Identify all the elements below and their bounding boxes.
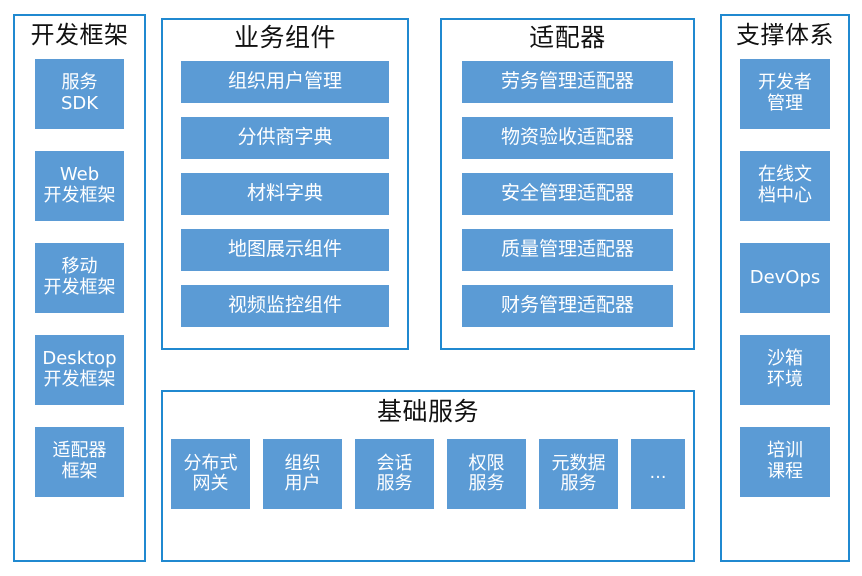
panel-base-services: 基础服务 分布式 网关 组织 用户 会话 服务 权限 服务 元数据 服务 … <box>161 390 695 562</box>
base-box-session-service[interactable]: 会话 服务 <box>355 438 434 509</box>
dev-box-adapter-framework[interactable]: 适配器 框架 <box>35 426 124 497</box>
biz-box-map-display-component[interactable]: 地图展示组件 <box>181 228 389 271</box>
base-box-org-user[interactable]: 组织 用户 <box>263 438 342 509</box>
adapter-box-safety-management[interactable]: 安全管理适配器 <box>462 172 673 215</box>
biz-box-material-dictionary[interactable]: 材料字典 <box>181 172 389 215</box>
base-box-metadata-service[interactable]: 元数据 服务 <box>539 438 618 509</box>
dev-box-service-sdk[interactable]: 服务 SDK <box>35 58 124 129</box>
biz-box-supplier-dictionary[interactable]: 分供商字典 <box>181 116 389 159</box>
adapter-box-labor-management[interactable]: 劳务管理适配器 <box>462 60 673 103</box>
support-box-developer-management[interactable]: 开发者 管理 <box>740 58 830 129</box>
support-box-devops[interactable]: DevOps <box>740 242 830 313</box>
adapter-box-quality-management[interactable]: 质量管理适配器 <box>462 228 673 271</box>
dev-box-mobile-framework[interactable]: 移动 开发框架 <box>35 242 124 313</box>
biz-box-video-monitor-component[interactable]: 视频监控组件 <box>181 284 389 327</box>
base-box-distributed-gateway[interactable]: 分布式 网关 <box>171 438 250 509</box>
panel-title-base-services: 基础服务 <box>376 397 479 426</box>
dev-box-web-framework[interactable]: Web 开发框架 <box>35 150 124 221</box>
adapter-box-material-acceptance[interactable]: 物资验收适配器 <box>462 116 673 159</box>
support-box-online-doc-center[interactable]: 在线文 档中心 <box>740 150 830 221</box>
panel-title-dev-framework: 开发框架 <box>30 21 129 49</box>
base-services-row: 分布式 网关 组织 用户 会话 服务 权限 服务 元数据 服务 … <box>171 438 685 509</box>
panel-support-system: 支撑体系 开发者 管理 在线文 档中心 DevOps 沙箱 环境 培训 课程 <box>720 14 850 562</box>
panel-title-adapters: 适配器 <box>529 23 606 52</box>
panel-business-components: 业务组件 组织用户管理 分供商字典 材料字典 地图展示组件 视频监控组件 <box>161 18 409 350</box>
base-box-permission-service[interactable]: 权限 服务 <box>447 438 526 509</box>
panel-title-business-components: 业务组件 <box>233 23 336 52</box>
panel-dev-framework: 开发框架 服务 SDK Web 开发框架 移动 开发框架 Desktop 开发框… <box>13 14 146 562</box>
support-box-training-course[interactable]: 培训 课程 <box>740 426 830 497</box>
support-box-sandbox-environment[interactable]: 沙箱 环境 <box>740 334 830 405</box>
biz-box-org-user-management[interactable]: 组织用户管理 <box>181 60 389 103</box>
panel-adapters: 适配器 劳务管理适配器 物资验收适配器 安全管理适配器 质量管理适配器 财务管理… <box>440 18 695 350</box>
base-box-more-ellipsis[interactable]: … <box>631 438 685 509</box>
dev-box-desktop-framework[interactable]: Desktop 开发框架 <box>35 334 124 405</box>
adapter-box-finance-management[interactable]: 财务管理适配器 <box>462 284 673 327</box>
panel-title-support-system: 支撑体系 <box>736 21 834 49</box>
